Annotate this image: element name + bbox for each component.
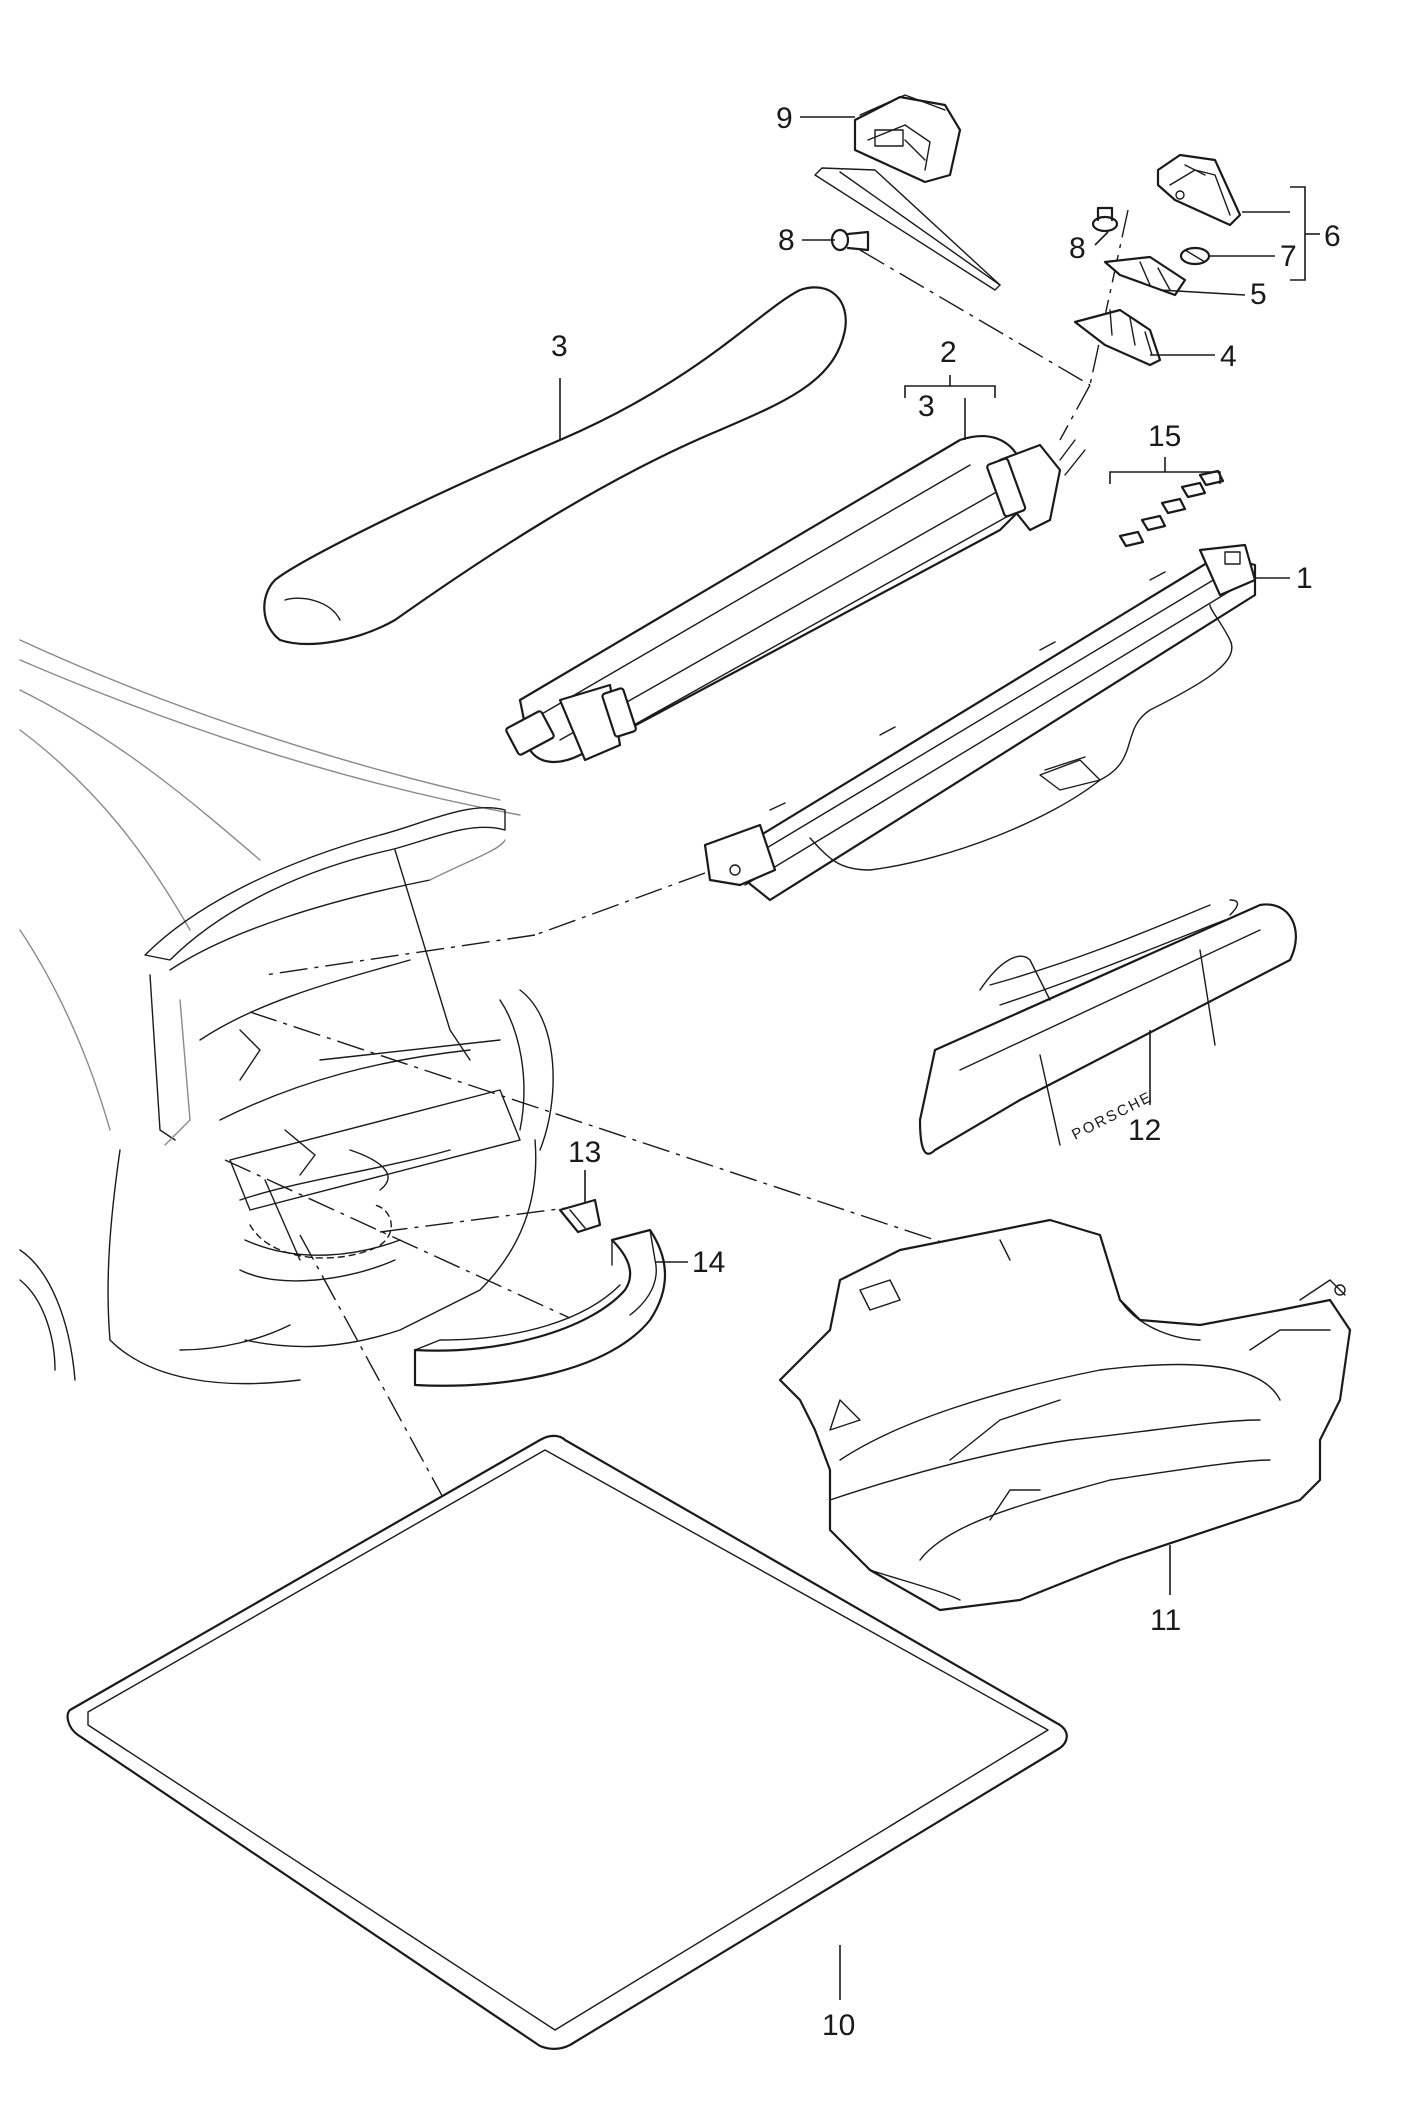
callout-3-roll: 3 [551, 330, 568, 363]
part-13-clip [558, 1198, 602, 1234]
callout-3-cassette: 3 [918, 390, 935, 423]
part-5-holder [1103, 255, 1187, 297]
callout-5: 5 [1250, 278, 1267, 311]
callout-9: 9 [776, 102, 793, 135]
callout-4: 4 [1220, 340, 1237, 373]
part-6-bracket [1156, 153, 1242, 227]
leader-lines [559, 116, 1320, 2000]
callout-2: 2 [940, 336, 957, 369]
part-3-roll-cover [263, 286, 847, 646]
callout-13: 13 [568, 1136, 601, 1169]
part-8-screw-upper [830, 228, 870, 252]
part-11-tray-insert [778, 1218, 1352, 1612]
callout-8-right: 8 [1069, 232, 1086, 265]
part-14-foam-insert [413, 1228, 666, 1387]
part-7-clip [1179, 246, 1211, 266]
callout-8-upper: 8 [778, 224, 795, 257]
part-4-mount [1073, 308, 1162, 367]
callout-12: 12 [1128, 1114, 1161, 1147]
callout-6: 6 [1324, 220, 1341, 253]
part-1-luggage-cover [703, 543, 1257, 902]
part-12-storage-bag: PORSCHE [918, 899, 1297, 1155]
vehicle-rear-view [19, 639, 554, 1385]
part-10-floor-mat [66, 1434, 1068, 2050]
part-15-clip-set [1118, 469, 1225, 548]
assembly-lines [224, 209, 1129, 1526]
callout-7: 7 [1280, 240, 1297, 273]
part-9-bracket [814, 94, 1001, 291]
callout-10: 10 [822, 2009, 855, 2042]
callout-1: 1 [1296, 562, 1313, 595]
part-2-luggage-cover-cassette [505, 435, 1086, 763]
callout-15: 15 [1148, 420, 1181, 453]
callout-11: 11 [1150, 1604, 1181, 1637]
callout-labels: 9 8 3 2 3 8 7 6 5 4 15 1 12 13 14 11 10 [551, 102, 1341, 2042]
callout-14: 14 [692, 1246, 725, 1279]
part-8-screw-right [1091, 206, 1119, 233]
